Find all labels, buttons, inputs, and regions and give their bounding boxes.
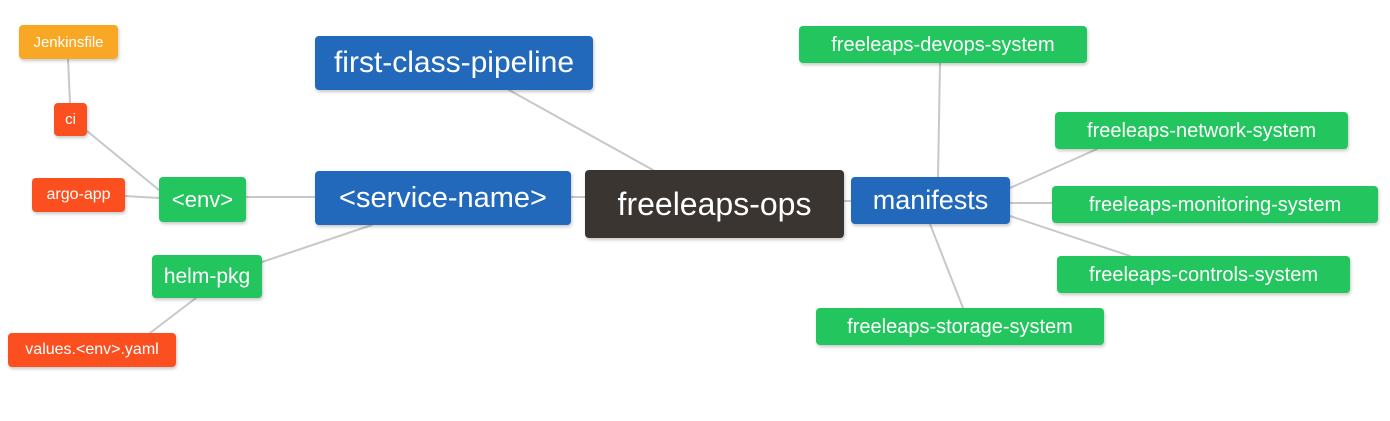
- node-env[interactable]: <env>: [159, 177, 246, 222]
- edge-values-yaml-to-helm-pkg: [149, 297, 197, 334]
- node-helm-pkg[interactable]: helm-pkg: [152, 255, 262, 298]
- node-label-ci: ci: [65, 111, 76, 128]
- node-freeleaps-network-system[interactable]: freeleaps-network-system: [1055, 112, 1348, 149]
- node-label-jenkinsfile: Jenkinsfile: [33, 33, 104, 51]
- node-label-first-class-pipeline: first-class-pipeline: [333, 46, 575, 79]
- node-freeleaps-devops-system[interactable]: freeleaps-devops-system: [799, 26, 1087, 63]
- node-label-freeleaps-storage-system: freeleaps-storage-system: [847, 315, 1073, 338]
- node-ci[interactable]: ci: [54, 103, 87, 136]
- node-freeleaps-controls-system[interactable]: freeleaps-controls-system: [1057, 256, 1350, 293]
- node-freeleaps-monitoring-system[interactable]: freeleaps-monitoring-system: [1052, 186, 1378, 223]
- node-first-class-pipeline[interactable]: first-class-pipeline: [315, 36, 593, 90]
- node-label-values-yaml: values.<env>.yaml: [25, 341, 159, 358]
- node-label-service-name: <service-name>: [339, 181, 547, 214]
- edge-argo-app-to-env: [124, 195, 160, 199]
- node-label-freeleaps-ops: freeleaps-ops: [617, 186, 812, 222]
- edge-first-class-pipeline-to-freeleaps-ops: [508, 89, 654, 171]
- node-freeleaps-ops[interactable]: freeleaps-ops: [585, 170, 844, 238]
- node-label-manifests: manifests: [872, 185, 989, 215]
- node-label-freeleaps-network-system: freeleaps-network-system: [1087, 119, 1316, 142]
- edge-manifests-to-freeleaps-devops-system: [937, 62, 941, 178]
- edge-jenkinsfile-to-ci: [67, 58, 71, 104]
- node-freeleaps-storage-system[interactable]: freeleaps-storage-system: [816, 308, 1104, 345]
- node-label-freeleaps-monitoring-system: freeleaps-monitoring-system: [1088, 193, 1342, 216]
- edge-manifests-to-freeleaps-storage-system: [929, 223, 964, 309]
- node-label-freeleaps-devops-system: freeleaps-devops-system: [831, 33, 1055, 56]
- edge-helm-pkg-to-service-name: [261, 224, 373, 263]
- node-argo-app[interactable]: argo-app: [32, 178, 125, 212]
- node-manifests[interactable]: manifests: [851, 177, 1010, 224]
- node-label-helm-pkg: helm-pkg: [163, 265, 251, 288]
- node-values-yaml[interactable]: values.<env>.yaml: [8, 333, 176, 367]
- edge-manifests-to-freeleaps-network-system: [1009, 148, 1098, 189]
- node-label-argo-app: argo-app: [46, 186, 111, 203]
- node-label-freeleaps-controls-system: freeleaps-controls-system: [1089, 263, 1318, 286]
- node-label-env: <env>: [171, 186, 234, 212]
- node-service-name[interactable]: <service-name>: [315, 171, 571, 225]
- node-jenkinsfile[interactable]: Jenkinsfile: [19, 25, 118, 59]
